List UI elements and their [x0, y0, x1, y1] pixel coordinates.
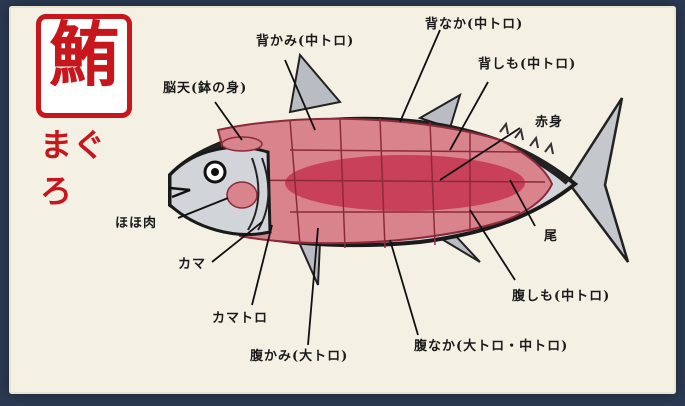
- leader-lines: [177, 29, 536, 346]
- label-haranaka: 腹なか(大トロ・中トロ): [414, 339, 569, 354]
- leader-haranaka: [389, 239, 419, 336]
- leader-seshimo: [449, 81, 489, 151]
- noten-meat: [221, 136, 263, 152]
- label-kamatoro: カマトロ: [212, 311, 269, 326]
- pupil: [211, 168, 219, 176]
- label-akami: 赤身: [535, 115, 564, 130]
- label-seshimo: 背しも(中トロ): [478, 57, 577, 72]
- label-harakami: 腹かみ(大トロ): [250, 349, 349, 364]
- logo-frame: [36, 14, 132, 118]
- label-o: 尾: [544, 229, 559, 244]
- label-senaka: 背なか(中トロ): [425, 17, 524, 32]
- leader-o: [509, 179, 536, 227]
- leader-kamatoro: [251, 224, 273, 306]
- mouth: [169, 186, 191, 199]
- label-sekami: 背かみ(中トロ): [256, 34, 355, 49]
- top-finlets: [499, 121, 554, 155]
- dorsal-fin: [288, 52, 342, 114]
- leader-harashimo: [469, 209, 516, 281]
- label-noten: 脳天(鉢の身): [163, 81, 248, 96]
- leader-akami: [439, 127, 521, 181]
- maguro-logo: 鮪 まぐろ: [36, 13, 136, 210]
- label-kama: カマ: [178, 257, 207, 272]
- tail-fin: [566, 97, 630, 263]
- label-harashimo: 腹しも(中トロ): [512, 289, 611, 304]
- leader-sekami: [284, 59, 316, 131]
- cheek-meat: [226, 181, 258, 209]
- logo-kana: まぐろ: [40, 126, 107, 210]
- leader-harakami: [307, 227, 319, 346]
- leader-noten: [214, 101, 243, 141]
- leader-senaka: [399, 29, 441, 123]
- leader-hohoniku: [177, 197, 229, 219]
- gill-lines: [247, 157, 270, 231]
- label-hohoniku: ほほ肉: [115, 216, 158, 231]
- segment-lines: [219, 117, 546, 249]
- leader-kama: [211, 221, 263, 263]
- akami-center: [285, 155, 525, 211]
- logo-kanji: 鮪: [49, 13, 119, 96]
